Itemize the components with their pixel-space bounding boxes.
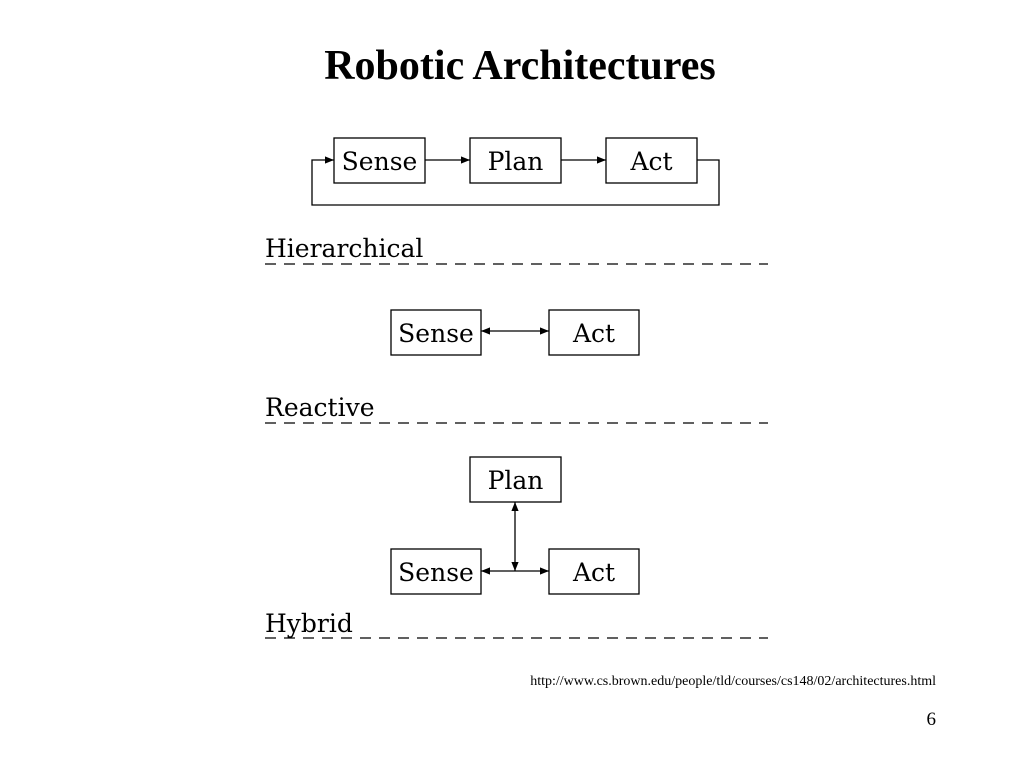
hybrid-sense-label: Sense	[398, 558, 474, 587]
hier-act-label: Act	[629, 147, 672, 176]
slide-title: Robotic Architectures	[324, 43, 716, 89]
reactive-sense-label: Sense	[398, 319, 474, 348]
feedback-loop-arrow	[311, 156, 720, 206]
reactive-sense-box	[390, 309, 482, 356]
hybrid-plan-box	[469, 456, 562, 503]
reactive-act-box	[548, 309, 640, 356]
hybrid-plan-label: Plan	[488, 466, 544, 495]
reactive-act-label: Act	[572, 319, 615, 348]
hybrid-act-box	[548, 548, 640, 595]
hybrid-act-label: Act	[572, 558, 615, 587]
hier-plan-label: Plan	[488, 147, 544, 176]
hybrid-diagram: Plan Sense Act Hybrid	[265, 456, 768, 639]
hier-act-box	[605, 137, 698, 184]
hybrid-sense-box	[390, 548, 482, 595]
reactive-section-label: Reactive	[265, 393, 375, 422]
reactive-diagram: Sense Act Reactive	[265, 309, 768, 424]
hierarchical-section-label: Hierarchical	[265, 234, 423, 263]
hier-sense-box	[333, 137, 426, 184]
page-number: 6	[926, 709, 937, 730]
hier-sense-label: Sense	[342, 147, 418, 176]
hierarchical-diagram: Sense Plan Act Hierarchical	[265, 137, 768, 265]
source-url: http://www.cs.brown.edu/people/tld/cours…	[530, 674, 936, 689]
hier-plan-box	[469, 137, 562, 184]
hybrid-section-label: Hybrid	[265, 609, 353, 638]
